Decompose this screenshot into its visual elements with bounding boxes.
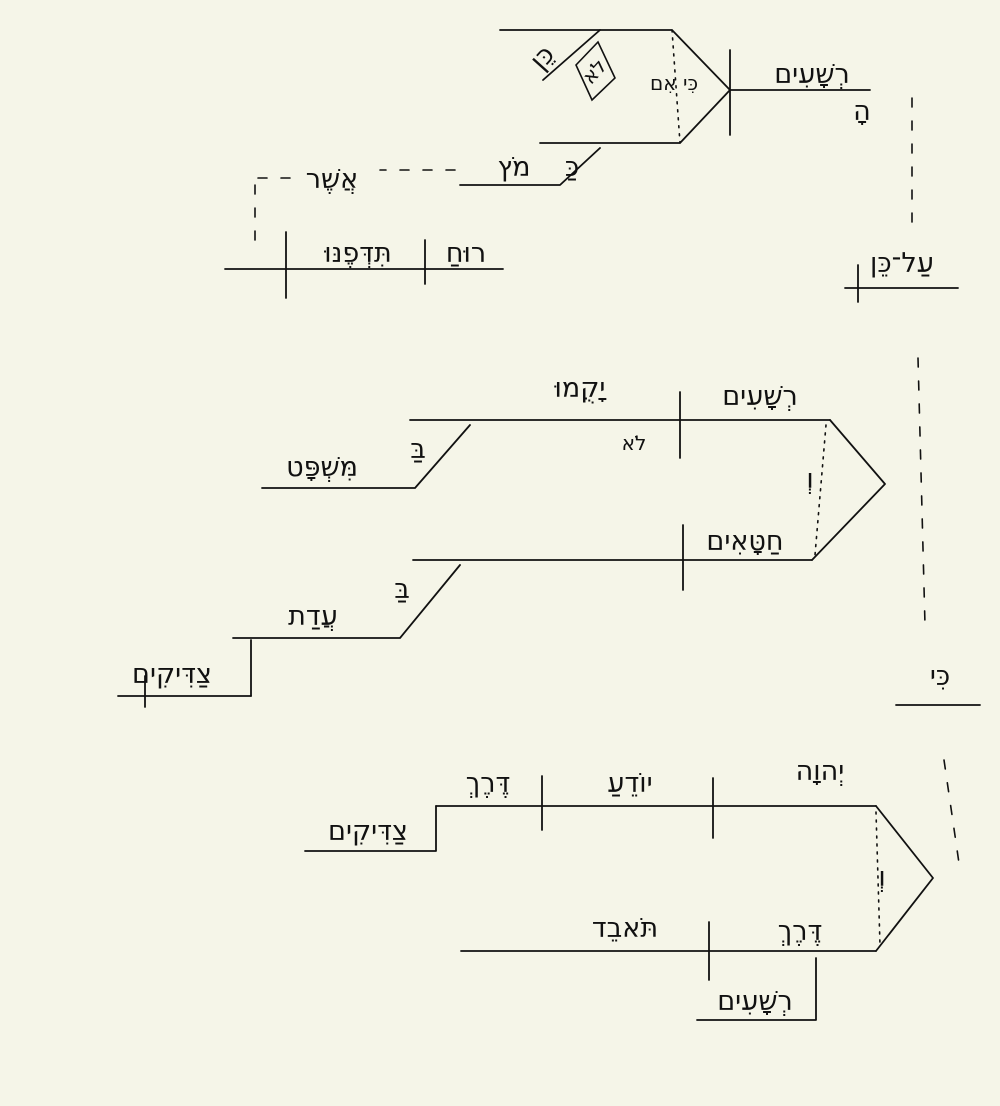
clause3-subject: יְהוָה [796,756,845,787]
clause3-dotted-connector [875,811,881,946]
clause1-rel-verb: תִּדְּפֶנּוּ [323,238,392,269]
clause1-bottom-modifier-line [459,147,601,186]
clause1-relative: אֲשֶׁר [306,164,358,195]
clause1-top-modifier-line [542,29,601,81]
clause3-object: דֶּרֶךְ [466,768,510,799]
clause2-noun2: עֲדַת [288,601,338,632]
clause1-rel-subject: רוּחַ [446,238,486,269]
clause3-connector-dash [943,759,961,871]
clause2-verb: יָקֻמוּ [554,373,607,404]
clause1-cond-bottom-noun: מֹץ [498,152,531,183]
clause3-object-mod: צַדִּיקִים [328,816,408,847]
clause2-fork [811,419,886,561]
clause3-object-mod-line [304,805,437,852]
clause2-neg: לֹא [622,431,647,455]
clause1-neg-box [575,40,616,102]
clause3-subject2-mod: רְשָׁעִים [717,986,793,1017]
clause2-bottom-modifier-line [232,564,461,639]
clause2-top-modifier-line [261,424,471,489]
clause2-subject-top: רְשָׁעִים [722,381,798,412]
clause2-dotted-connector [814,424,827,556]
clause2-prep2: בַּ [394,574,410,605]
clause3-subject2-mod-line [696,957,817,1021]
clause-2: רְשָׁעִים יָקֻמוּ לֹא בַּ מִּשְׁפָּט וְ … [117,357,981,708]
clause1-connector: עַל־כֵּן [870,248,934,279]
clause2-connector: כִּי [930,661,950,692]
clause1-cond-bottom-prep: כַּ [565,152,579,183]
clause1-bottom-branch [539,89,731,144]
clause2-subject-bottom: חַטָּאִים [706,526,783,557]
clause-1: רְשָׁעִים הָ כִּי אִם כֵּן לֹא כַּ מֹץ א… [224,29,959,303]
clause1-dotted-connector [671,29,681,144]
clause3-fork [875,805,934,952]
clause2-and-mark: וְ [806,464,813,495]
clause2-connector-dash [917,357,926,626]
clause3-subject2: דֶּרֶךְ [778,916,822,947]
clause3-verb: יוֹדֵעַ [607,768,652,799]
clause3-verb2: תֹּאבֵד [592,913,658,944]
clause2-noun1: מִּשְׁפָּט [286,452,358,483]
clause2-modifier: צַדִּיקִים [132,659,212,690]
clause-3: יְהוָה יוֹדֵעַ דֶּרֶךְ צַדִּיקִים וְ דֶּ… [304,756,961,1021]
clause2-prep1: בַּ [410,434,426,465]
clause3-and-mark: וְ [878,862,885,893]
clause1-subject: רְשָׁעִים [774,59,850,90]
clause1-conj-left: כִּי אִם [650,71,698,95]
clause1-article: הָ [853,96,871,127]
clause1-cond-top-prep: כֵּן [524,39,562,76]
